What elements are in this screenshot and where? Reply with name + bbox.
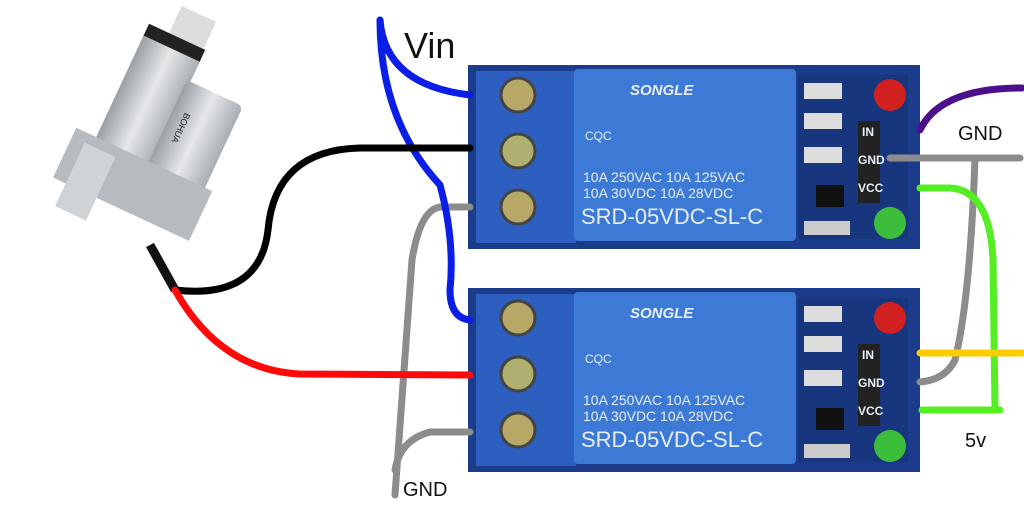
relay-model: SRD-05VDC-SL-C xyxy=(581,427,763,452)
relay-rating-2: 10A 30VDC 10A 28VDC xyxy=(583,185,733,201)
relay-rating-1: 10A 250VAC 10A 125VAC xyxy=(583,392,745,408)
label-gnd-bottom: GND xyxy=(403,479,447,501)
pin-label-in: IN xyxy=(862,125,874,139)
wire-vcc xyxy=(916,184,1004,414)
pin-label-vcc: VCC xyxy=(858,404,884,418)
label-5v: 5v xyxy=(965,430,986,452)
wire-gnd-right xyxy=(886,154,1024,386)
relay-rating-2: 10A 30VDC 10A 28VDC xyxy=(583,408,733,424)
pin-label-gnd: GND xyxy=(858,376,885,390)
relay-module-top: SONGLE CQC 10A 250VAC 10A 125VAC 10A 30V… xyxy=(466,63,922,251)
wire-motor-black xyxy=(171,144,474,295)
relay-brand: SONGLE xyxy=(630,305,694,322)
wire-motor-red xyxy=(171,286,474,379)
label-vin: Vin xyxy=(404,25,455,66)
linear-actuator: BOHUA xyxy=(53,5,242,293)
relay-module-bottom: SONGLE CQC 10A 250VAC 10A 125VAC 10A 30V… xyxy=(466,286,922,474)
wire-gnd-left xyxy=(391,203,474,499)
relay-cert: CQC xyxy=(585,352,612,366)
pin-label-in: IN xyxy=(862,348,874,362)
pin-label-gnd: GND xyxy=(858,153,885,167)
relay-model: SRD-05VDC-SL-C xyxy=(581,204,763,229)
wire-in-1 xyxy=(916,84,1024,134)
wire-vin xyxy=(376,16,474,324)
label-gnd-right: GND xyxy=(958,123,1002,145)
pin-label-vcc: VCC xyxy=(858,181,884,195)
relay-brand: SONGLE xyxy=(630,82,694,99)
relay-cert: CQC xyxy=(585,129,612,143)
relay-rating-1: 10A 250VAC 10A 125VAC xyxy=(583,169,745,185)
